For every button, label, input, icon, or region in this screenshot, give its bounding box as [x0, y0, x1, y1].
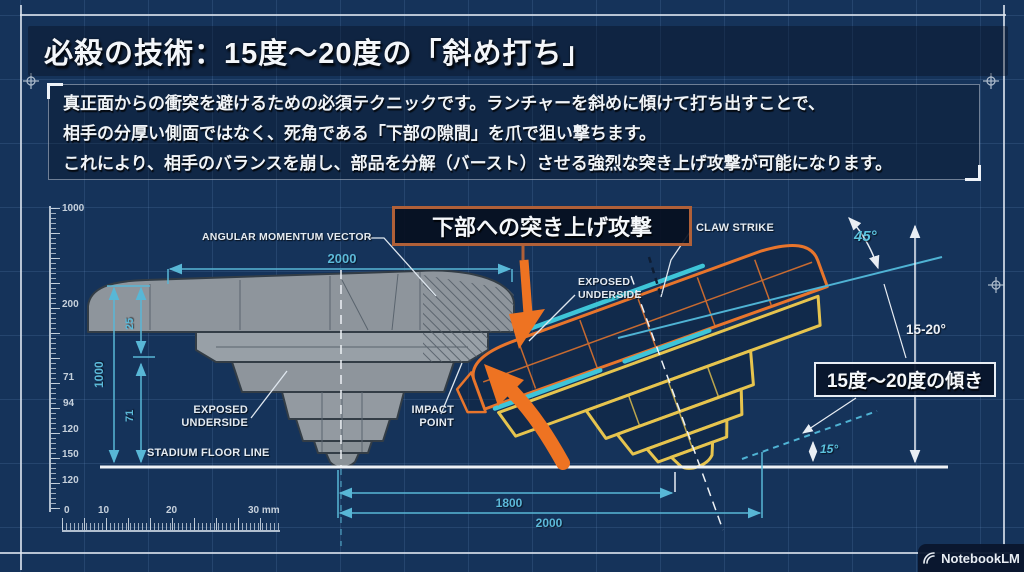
exposed-underside-left-label: EXPOSED UNDERSIDE: [181, 404, 248, 429]
angle-range-label: 15-20°: [906, 322, 946, 337]
attack-arrow-curved: [484, 364, 570, 470]
attack-arrow-straight: [509, 246, 545, 349]
description-box: 真正面からの衝突を避けるための必須テクニックです。ランチャーを斜めに傾けて打ち出…: [47, 83, 981, 181]
h-ruler-label-2: 20: [166, 505, 178, 516]
angle-floor-label: 15°: [820, 442, 839, 456]
frame-left-line: [20, 5, 22, 570]
left-beyblade: [87, 269, 515, 469]
v-ruler-label-0: 1000: [62, 203, 85, 214]
notebooklm-brand-text: NotebookLM: [941, 550, 1020, 566]
horizontal-ruler: [62, 518, 280, 532]
angle-arrows: [802, 217, 921, 464]
h-ruler-label-0: 0: [64, 505, 70, 516]
attack-callout-box: 下部への突き上げ攻撃: [392, 206, 692, 246]
frame-right-line: [1003, 5, 1005, 545]
dim-bottom-inner: 1800: [495, 496, 523, 510]
tilt-reference-line: [617, 256, 943, 339]
angle-launch-label: 45°: [854, 228, 877, 245]
description-line-1: 真正面からの衝突を避けるための必須テクニックです。ランチャーを斜めに傾けて打ち出…: [63, 94, 825, 113]
floor-angle-dashed-line: [741, 410, 878, 460]
v-ruler-label-2: 71: [63, 372, 75, 383]
angular-momentum-vector-label: ANGULAR MOMENTUM VECTOR: [202, 231, 372, 243]
h-ruler-label-1: 10: [98, 505, 110, 516]
h-ruler-label-3: 30 mm: [248, 505, 280, 516]
tilt-callout-box: 15度〜20度の傾き: [814, 362, 996, 397]
notebooklm-icon: [923, 552, 935, 564]
frame-bottom-line: [0, 552, 1012, 554]
page-title: 必殺の技術：15度〜20度の「斜め打ち」: [44, 38, 593, 70]
frame-top-line: [20, 14, 1006, 16]
leader-lines: [250, 231, 691, 419]
right-beyblade: [455, 244, 829, 470]
v-ruler-label-1: 200: [62, 299, 79, 310]
bracket-bottom-right: [965, 165, 981, 181]
title-band: [28, 26, 1008, 76]
vertical-ruler: [49, 206, 61, 512]
bracket-top-left: [47, 83, 63, 99]
v-ruler-label-6: 120: [62, 475, 79, 486]
crosshair-marks: [23, 73, 1004, 293]
v-ruler-label-4: 120: [62, 424, 79, 435]
impact-point-label: IMPACT POINT: [411, 404, 454, 429]
dim-bottom-outer: 2000: [535, 516, 563, 530]
teal-edge-strips: [492, 263, 712, 411]
exposed-underside-right-label: EXPOSED UNDERSIDE: [578, 276, 642, 301]
dimension-lines: [107, 263, 763, 519]
claw-strike-label: CLAW STRIKE: [696, 222, 774, 234]
notebooklm-badge: NotebookLM: [918, 544, 1024, 572]
dim-height-lower: 71: [124, 409, 136, 422]
dim-top-width: 2000: [327, 251, 357, 266]
description-line-2: 相手の分厚い側面ではなく、死角である「下部の隙間」を爪で狙い撃ちます。: [63, 124, 657, 143]
dim-height-total: 1000: [92, 361, 106, 388]
stadium-floor-line-label: STADIUM FLOOR LINE: [147, 447, 270, 459]
description-line-3: これにより、相手のバランスを崩し、部品を分解（バースト）させる強烈な突き上げ攻撃…: [63, 154, 893, 173]
dim-height-upper: 25: [124, 317, 136, 330]
v-ruler-label-3: 94: [63, 398, 75, 409]
v-ruler-label-5: 150: [62, 449, 79, 460]
right-centerline: [630, 275, 724, 531]
